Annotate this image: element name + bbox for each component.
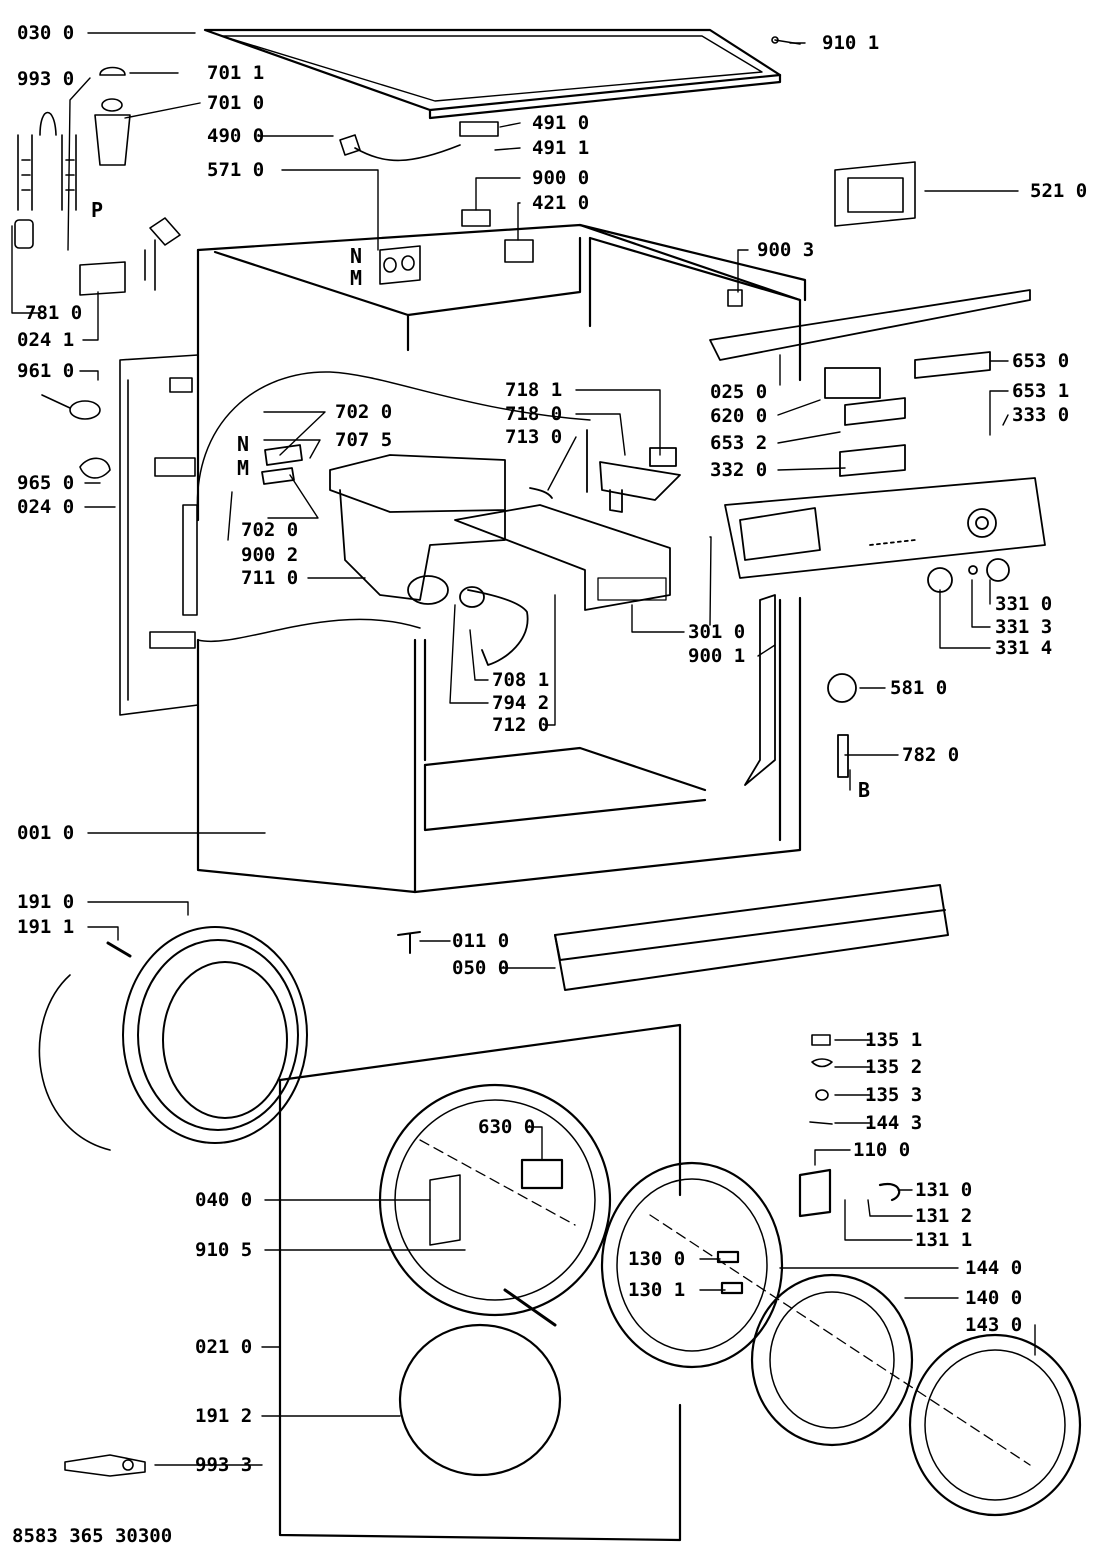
callout-794-2: 794 2: [492, 692, 550, 714]
callout-718-0: 718 0: [505, 403, 563, 425]
callout-131-0: 131 0: [915, 1179, 973, 1201]
callout-910-5: 910 5: [195, 1239, 253, 1261]
kick-plate: [397, 884, 949, 991]
callout-718-1: 718 1: [505, 379, 563, 401]
callout-191-2: 191 2: [195, 1405, 253, 1427]
callout-900-2: 900 2: [241, 544, 299, 566]
callout-653-0: 653 0: [1012, 350, 1070, 372]
callout-491-1: 491 1: [532, 137, 590, 159]
drain-hose: [14, 111, 77, 249]
callout-131-1: 131 1: [915, 1229, 973, 1251]
callout-331-3: 331 3: [995, 616, 1053, 638]
side-panel: [119, 354, 199, 716]
callout-490-0: 490 0: [207, 125, 265, 147]
callout-331-0: 331 0: [995, 593, 1053, 615]
callout-021-0: 021 0: [195, 1336, 253, 1358]
callout-900-0: 900 0: [532, 167, 590, 189]
letter-n-dispenser: N: [237, 432, 250, 456]
callout-421-0: 421 0: [532, 192, 590, 214]
callout-653-2: 653 2: [710, 432, 768, 454]
callout-130-0: 130 0: [628, 1248, 686, 1270]
hardware: [64, 1034, 833, 1477]
callout-135-1: 135 1: [865, 1029, 923, 1051]
callout-965-0: 965 0: [17, 472, 75, 494]
callout-024-1: 024 1: [17, 329, 75, 351]
callout-135-3: 135 3: [865, 1084, 923, 1106]
leader-lines: [11, 32, 1036, 1466]
callout-144-0: 144 0: [965, 1257, 1023, 1279]
door-assembly: [503, 1161, 1082, 1517]
callout-782-0: 782 0: [902, 744, 960, 766]
callout-191-1: 191 1: [17, 916, 75, 938]
dispenser: [261, 429, 681, 666]
callout-025-0: 025 0: [710, 381, 768, 403]
callout-144-3: 144 3: [865, 1112, 923, 1134]
callout-707-5: 707 5: [335, 429, 393, 451]
callout-332-0: 332 0: [710, 459, 768, 481]
callout-701-0: 701 0: [207, 92, 265, 114]
callout-331-4: 331 4: [995, 637, 1053, 659]
callout-191-0: 191 0: [17, 891, 75, 913]
callout-110-0: 110 0: [853, 1139, 911, 1161]
callout-301-0: 301 0: [688, 621, 746, 643]
letter-n-valve: N: [350, 244, 363, 268]
letter-m-dispenser: M: [237, 456, 250, 480]
callout-708-1: 708 1: [492, 669, 550, 691]
letter-m-valve: M: [350, 266, 363, 290]
callout-140-0: 140 0: [965, 1287, 1023, 1309]
top-lid: [203, 28, 782, 120]
callout-521-0: 521 0: [1030, 180, 1088, 202]
callout-135-2: 135 2: [865, 1056, 923, 1078]
callout-653-1: 653 1: [1012, 380, 1070, 402]
callout-131-2: 131 2: [915, 1205, 973, 1227]
callout-620-0: 620 0: [710, 405, 768, 427]
callout-712-0: 712 0: [492, 714, 550, 736]
cabinet: [196, 223, 807, 894]
document-code: 8583 365 30300: [12, 1525, 173, 1547]
callout-713-0: 713 0: [505, 426, 563, 448]
callout-143-0: 143 0: [965, 1314, 1023, 1336]
callout-910-1: 910 1: [822, 32, 880, 54]
front-panel: [278, 1023, 682, 1542]
callout-701-1: 701 1: [207, 62, 265, 84]
letter-b: B: [858, 778, 871, 802]
callout-711-0: 711 0: [241, 567, 299, 589]
callout-571-0: 571 0: [207, 159, 265, 181]
callout-050-0: 050 0: [452, 957, 510, 979]
callout-702-0-a: 702 0: [335, 401, 393, 423]
door-gasket: [38, 926, 308, 1151]
callout-333-0: 333 0: [1012, 404, 1070, 426]
letter-p: P: [91, 198, 104, 222]
callout-961-0: 961 0: [17, 360, 75, 382]
callout-024-0: 024 0: [17, 496, 75, 518]
callout-491-0: 491 0: [532, 112, 590, 134]
callout-030-0: 030 0: [17, 22, 75, 44]
misc-parts: [41, 36, 916, 479]
callout-781-0: 781 0: [25, 302, 83, 324]
control-panel: [709, 289, 1046, 786]
callout-581-0: 581 0: [890, 677, 948, 699]
callout-702-0-b: 702 0: [241, 519, 299, 541]
callout-001-0: 001 0: [17, 822, 75, 844]
callout-630-0: 630 0: [478, 1116, 536, 1138]
callout-900-3: 900 3: [757, 239, 815, 261]
callout-011-0: 011 0: [452, 930, 510, 952]
callout-993-0: 993 0: [17, 68, 75, 90]
callout-040-0: 040 0: [195, 1189, 253, 1211]
callout-900-1: 900 1: [688, 645, 746, 667]
callout-130-1: 130 1: [628, 1279, 686, 1301]
callout-993-3: 993 3: [195, 1454, 253, 1476]
